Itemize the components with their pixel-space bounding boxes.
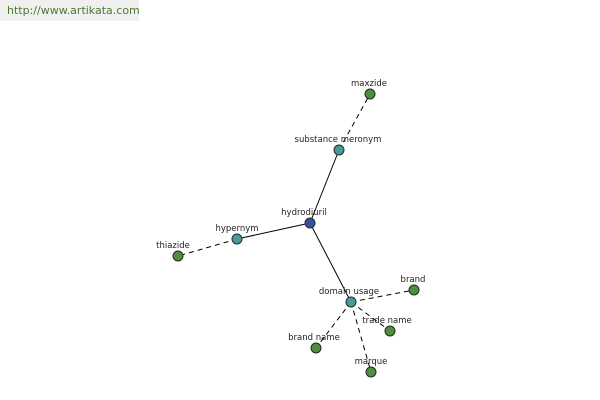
label-hydrodiuril[interactable]: hydrodiuril [281,208,327,218]
edge-domain-usage-brand [350,289,415,303]
node-substance-meronym[interactable] [333,144,345,156]
nodes-layer [172,88,420,378]
label-brand[interactable]: brand [401,275,426,285]
label-maxzide[interactable]: maxzide [351,79,387,89]
node-thiazide[interactable] [172,250,184,262]
edge-hydrodiuril-substance-meronym [309,149,340,224]
edge-domain-usage-brand-name [315,301,352,349]
label-marque[interactable]: marque [355,357,388,367]
node-domain-usage[interactable] [345,296,357,308]
node-brand[interactable] [408,284,420,296]
label-thiazide[interactable]: thiazide [156,241,190,251]
edge-hydrodiuril-hypernym [236,222,311,240]
label-trade-name[interactable]: trade name [362,316,411,326]
node-maxzide[interactable] [364,88,376,100]
node-hypernym[interactable] [231,233,243,245]
node-trade-name[interactable] [384,325,396,337]
labels-layer: hydrodiuril substance meronym maxzide hy… [156,79,425,367]
node-brand-name[interactable] [310,342,322,354]
label-brand-name[interactable]: brand name [288,333,340,343]
edge-domain-usage-marque [350,301,372,373]
node-marque[interactable] [365,366,377,378]
url-bar: http://www.artikata.com [0,0,140,21]
node-hydrodiuril[interactable] [304,217,316,229]
edge-domain-usage-trade-name [350,301,391,332]
label-substance-meronym[interactable]: substance meronym [295,135,382,145]
label-domain-usage[interactable]: domain usage [319,287,379,297]
edge-hypernym-thiazide [177,238,238,257]
label-hypernym[interactable]: hypernym [215,224,258,234]
site-url-link[interactable]: http://www.artikata.com [7,4,140,17]
edge-hydrodiuril-domain-usage [309,222,352,303]
edges-layer [177,93,415,373]
edge-substance-meronym-maxzide [338,93,371,151]
